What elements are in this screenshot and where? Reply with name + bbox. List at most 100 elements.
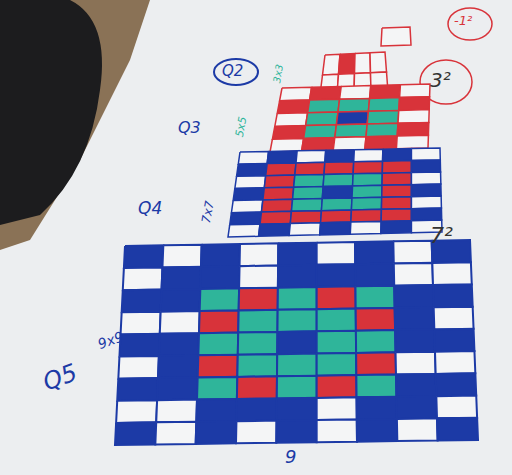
grid-cell [370,85,401,99]
grid-cell [394,285,433,308]
grid-cell [238,332,278,355]
grid-cell [237,376,277,399]
grid-cell [434,307,474,330]
grid-cell [317,419,357,442]
grid-cell [317,331,356,354]
grid-cell [411,148,440,161]
grid-cell [320,222,351,235]
grid-cell [277,398,317,421]
grid-cell [432,262,471,285]
grid-cell [228,224,260,237]
grid-cell [266,163,296,176]
grid-cell [382,161,411,174]
grid-cell [198,355,238,378]
grid-cell [116,400,157,423]
grid-cell [199,310,239,333]
grid-cell [235,176,266,189]
grid-cell [411,196,441,209]
grid-cell [325,150,354,163]
grid-cell [396,352,436,375]
grid-cell [396,396,437,419]
handwritten-label: Q3 [178,120,201,136]
grid-cell [117,378,158,401]
grid-cell [367,110,399,124]
grid-cell [296,150,326,163]
grid-cell [230,212,262,225]
grid-cell [317,353,357,376]
grid-cell [355,241,394,264]
grid-cell [200,266,239,289]
handwritten-label: Q4 [138,200,162,217]
grid-cell [272,126,305,140]
grid-cell [293,187,324,200]
grid-cell [411,184,441,197]
handwritten-label: 7x7 [200,200,216,224]
grid-cell [357,419,398,442]
grid-cell [158,355,198,378]
grid-cell [351,209,382,222]
grid-cell [317,264,356,287]
grid-cell [335,124,367,138]
grid-cell [333,137,366,151]
grid-cell [393,241,432,264]
handwritten-label: 5x5 [234,116,248,138]
grid-cell [381,197,411,210]
grid-cell [157,377,198,400]
dark-object [0,0,102,225]
grid-cell [122,290,162,313]
grid-cell [115,422,156,445]
grid-cell [233,188,264,201]
grid-cell [259,223,291,236]
grid-cell [381,27,411,46]
grid-cell [291,199,322,212]
grid-cell [317,309,356,332]
grid-cell [353,161,382,174]
grid-cell [382,185,412,198]
grid-cell [383,149,412,162]
grid-cell [261,199,292,212]
grid-cell [267,151,297,164]
grid-cell [161,289,201,312]
grid-cell [278,243,317,266]
grid-cell [277,376,317,399]
grid-cell [238,310,277,333]
grid-cell [162,245,201,268]
grid-cell [294,174,324,187]
grid-cell [411,160,440,173]
grid-cell [277,354,317,377]
grid-cell [289,223,320,236]
grid-cell [397,418,438,441]
grid-cell [395,330,435,353]
grid-cell [278,265,317,288]
grid-cell [260,211,291,224]
grid-cell [275,113,308,127]
grid-cell [155,422,196,445]
handwritten-label: Q5 [40,360,80,394]
grid-cell [396,374,436,397]
grid-cell [118,356,159,379]
grid-cell [197,377,237,400]
grid-cell [354,149,383,162]
grid-cell [400,84,430,98]
grid-cell [264,175,295,188]
grid-cell [160,311,200,334]
grid-cell [302,138,335,152]
label-circle [214,59,258,85]
grid-cell [317,375,357,398]
grid-cell [434,329,474,352]
grid-cell [356,308,395,331]
grid-cell [196,421,237,444]
grid-cell [121,312,161,335]
grid-cell [276,420,316,443]
grid-cell [270,138,304,152]
grid-cell [355,53,371,74]
grid-cell [356,330,396,353]
grid-cell [162,267,201,290]
grid-cell [411,172,440,185]
grid-cell [321,210,352,223]
handwritten-label: Q2 [222,64,243,79]
grid-cell [278,287,317,310]
grid-cell [317,242,356,265]
floor [0,0,150,250]
